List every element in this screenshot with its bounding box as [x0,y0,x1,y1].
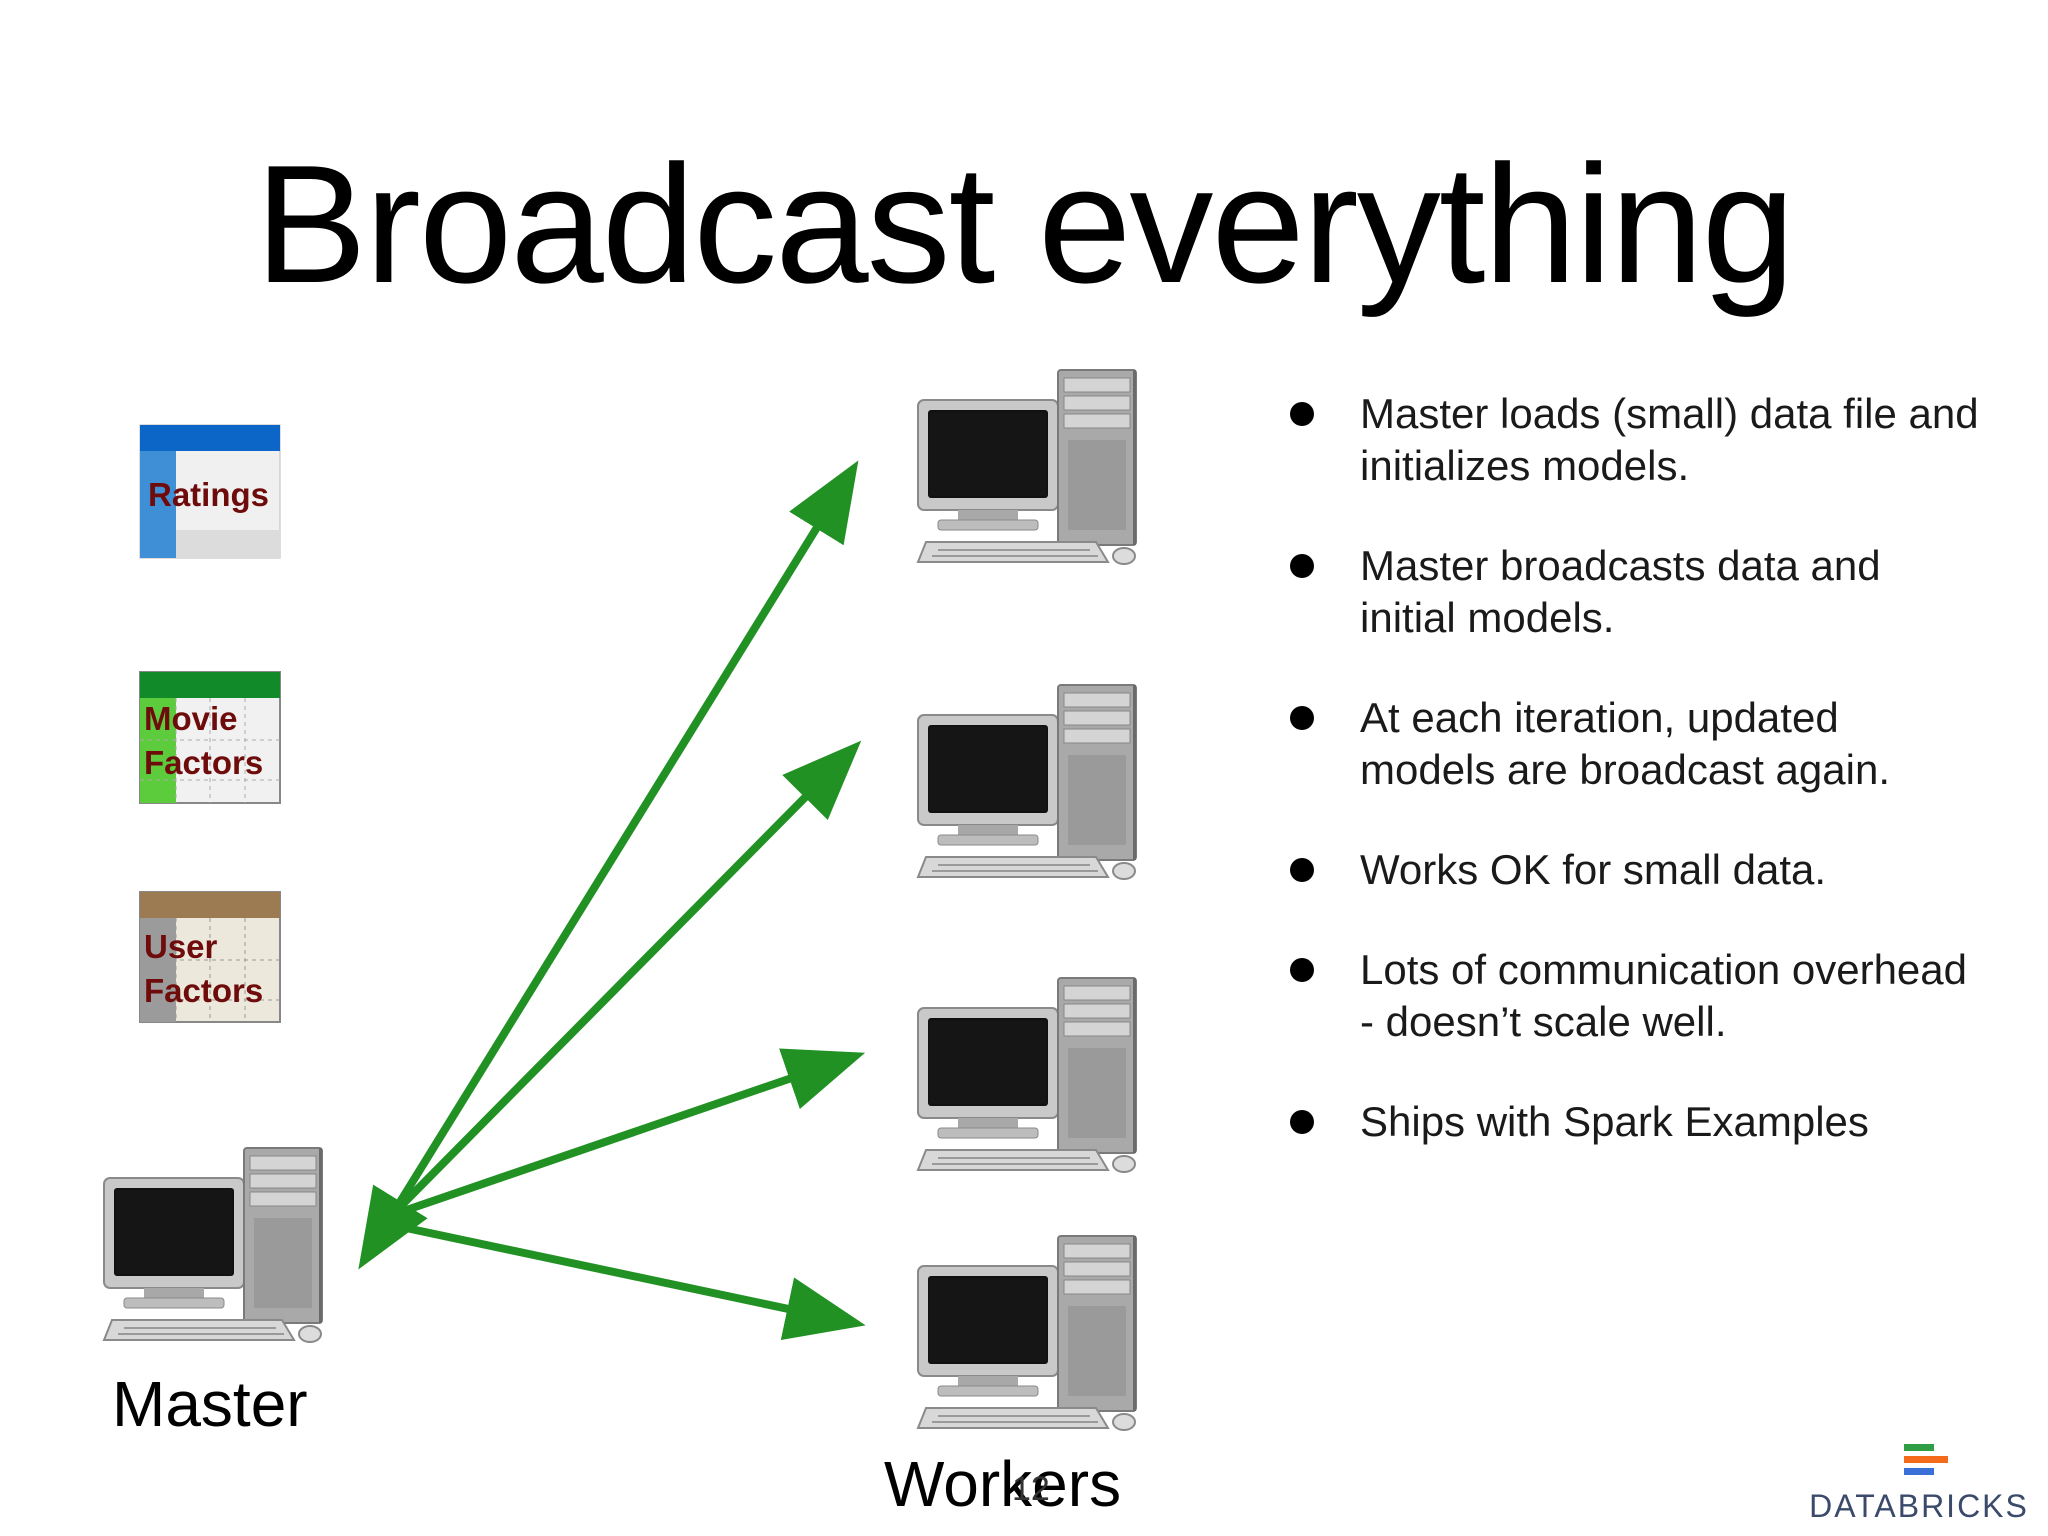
broadcast-arrow [358,460,859,1270]
bullet-text: Works OK for small data. [1360,846,1827,893]
bullet-text: At each iteration, updated models are br… [1360,694,1890,793]
table-label: Factors [144,972,263,1009]
user-factors-table-icon: User Factors [139,891,281,1023]
bullet-item: Master broadcasts data and initial model… [1282,540,1982,644]
worker-computer-icon [917,369,1137,565]
ratings-table-icon: Ratings [139,424,281,559]
slide-title: Broadcast everything [254,130,1795,318]
workers-label: Workers [884,1448,1122,1520]
table-label: Movie [144,700,238,737]
table-label: Factors [144,744,263,781]
bullet-dot-icon [1290,1110,1314,1134]
bullet-dot-icon [1290,958,1314,982]
table-label: User [144,928,218,965]
broadcast-arrow [391,1221,866,1341]
broadcast-arrow [389,740,862,1218]
bullet-text: Master broadcasts data and initial model… [1360,542,1881,641]
bullet-text: Master loads (small) data file and initi… [1360,390,1979,489]
page-number: 12 [1012,1470,1050,1508]
bullet-dot-icon [1290,554,1314,578]
master-label: Master [112,1368,308,1440]
bullet-item: Works OK for small data. [1282,844,1982,896]
bullet-item: Lots of communication overhead - doesn’t… [1282,944,1982,1048]
bullet-item: At each iteration, updated models are br… [1282,692,1982,796]
broadcast-arrow [390,1048,866,1219]
bullet-dot-icon [1290,858,1314,882]
bullet-item: Master loads (small) data file and initi… [1282,388,1982,492]
databricks-logo-icon [1904,1444,1948,1475]
worker-computer-icon [917,1235,1137,1431]
worker-computer-icon [917,684,1137,880]
table-label: Ratings [148,476,269,513]
bullet-item: Ships with Spark Examples [1282,1096,1982,1148]
bullet-text: Ships with Spark Examples [1360,1098,1869,1145]
bullet-dot-icon [1290,706,1314,730]
worker-computer-icon [917,977,1137,1173]
bullet-dot-icon [1290,402,1314,426]
movie-factors-table-icon: Movie Factors [139,671,281,804]
bullet-text: Lots of communication overhead - doesn’t… [1360,946,1968,1045]
databricks-logo: DATABRICKS [1808,1442,2030,1524]
master-computer-icon [103,1147,323,1343]
bullet-list: Master loads (small) data file and initi… [1282,388,1982,1196]
logo-text: DATABRICKS [1809,1488,2029,1524]
